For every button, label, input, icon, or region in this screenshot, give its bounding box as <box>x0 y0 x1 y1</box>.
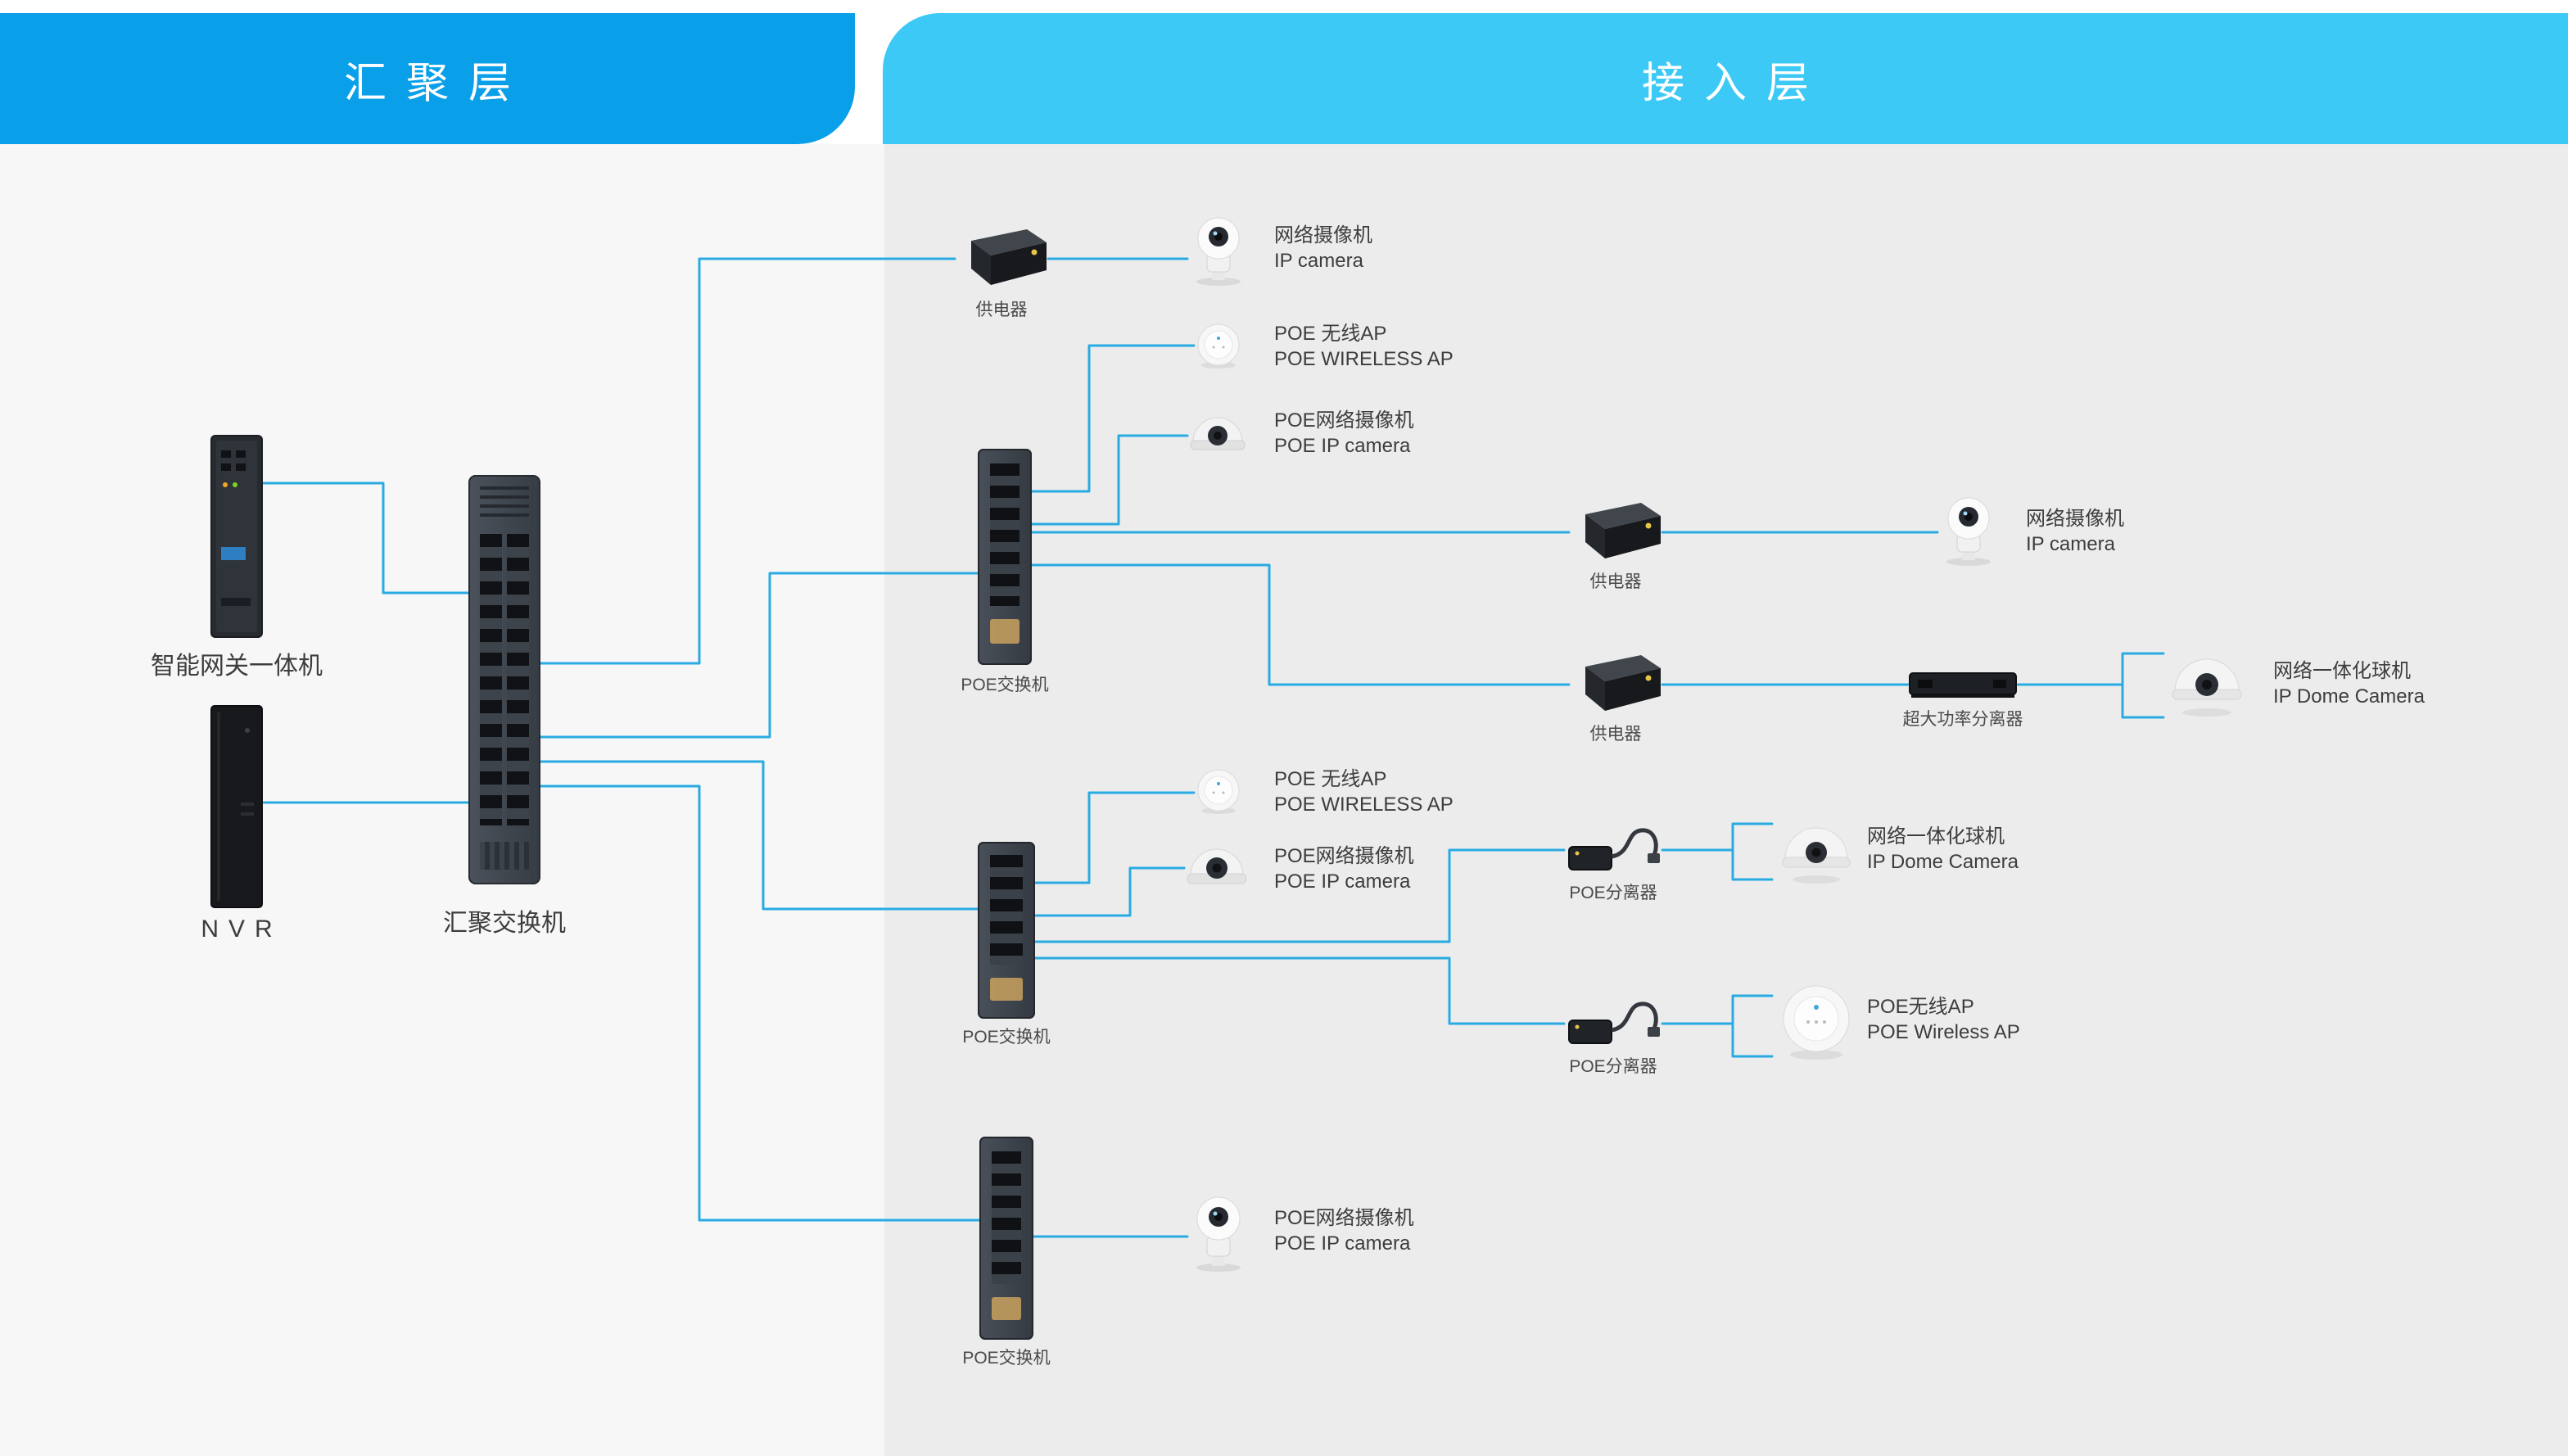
wireless-ap-2-label-en: POE WIRELESS AP <box>1274 794 1454 816</box>
link-poeswitch1-ap1 <box>1030 344 1196 493</box>
switch-port-column <box>990 855 1023 965</box>
poe-injector-mid-device <box>1569 500 1662 569</box>
ip-camera-top-label-zh: 网络摄像机 <box>1274 224 1372 246</box>
link-poeswitch2-splitter2 <box>1033 956 1774 1058</box>
aggregation-switch-label: 汇聚交换机 <box>443 910 566 937</box>
poe-switch-3-device <box>979 1137 1033 1340</box>
poe-injector-mid-label: 供电器 <box>1589 572 1642 591</box>
poe-switch-2-label: POE交换机 <box>962 1028 1051 1047</box>
poe-injector-top-device <box>955 226 1048 296</box>
poe-camera-2-label: POE网络摄像机 POE IP camera <box>1274 843 1414 894</box>
poe-splitter-1-label: POE分离器 <box>1569 884 1657 902</box>
ip-camera-mid-device <box>1937 496 2000 571</box>
header-aggregation: 汇聚层 <box>0 13 855 144</box>
link-poeswitch2-dome2 <box>1033 866 1186 917</box>
wireless-ap-1-device <box>1194 323 1243 374</box>
poe-splitter-1-device <box>1564 822 1662 880</box>
switch-vents <box>480 486 529 522</box>
switch-uplink-ports <box>992 1297 1021 1320</box>
switch-port-column <box>992 1151 1021 1284</box>
poe-camera-2-label-zh: POE网络摄像机 <box>1274 845 1414 867</box>
high-power-splitter-device <box>1908 667 2018 707</box>
ip-dome-camera-1-device <box>2167 653 2247 721</box>
poe-injector-top-label: 供电器 <box>975 301 1028 319</box>
ip-dome-camera-1-label-zh: 网络一体化球机 <box>2273 660 2411 682</box>
wireless-ap-2-device <box>1194 768 1243 820</box>
poe-camera-3-label: POE网络摄像机 POE IP camera <box>1274 1205 1414 1256</box>
ip-camera-top-label: 网络摄像机 IP camera <box>1274 223 1372 274</box>
poe-camera-1-label: POE网络摄像机 POE IP camera <box>1274 408 1414 459</box>
ip-camera-mid-label-zh: 网络摄像机 <box>2026 508 2124 530</box>
ip-dome-camera-2-label-en: IP Dome Camera <box>1867 851 2019 873</box>
gateway-device <box>210 434 264 643</box>
link-aggswitch-poeswitch2 <box>539 760 979 911</box>
link-poeswitch2-ap2 <box>1033 791 1196 884</box>
switch-port-column <box>990 463 1020 606</box>
link-aggswitch-poeswitch3 <box>539 785 981 1222</box>
wireless-ap-3-label-en: POE Wireless AP <box>1867 1021 2020 1043</box>
aggregation-layer-panel <box>0 144 884 1456</box>
poe-switch-3-label: POE交换机 <box>962 1349 1051 1368</box>
wireless-ap-1-label: POE 无线AP POE WIRELESS AP <box>1274 321 1454 372</box>
wireless-ap-2-label-zh: POE 无线AP <box>1274 768 1387 790</box>
nvr-label: NVR <box>201 916 283 943</box>
wireless-ap-3-label: POE无线AP POE Wireless AP <box>1867 994 2020 1045</box>
high-power-splitter-label: 超大功率分离器 <box>1902 710 2023 729</box>
aggregation-switch-device <box>468 475 540 884</box>
link-poeswitch1-injector-low <box>1030 563 2165 719</box>
link-poeswitch1-dome1 <box>1030 434 1189 526</box>
ip-camera-top-device <box>1187 216 1250 291</box>
wireless-ap-3-device <box>1777 983 1856 1065</box>
poe-camera-2-device <box>1184 840 1250 900</box>
poe-camera-2-label-en: POE IP camera <box>1274 870 1411 893</box>
ip-camera-top-label-en: IP camera <box>1274 250 1363 272</box>
poe-injector-low-label: 供电器 <box>1589 725 1642 744</box>
wireless-ap-1-label-en: POE WIRELESS AP <box>1274 348 1454 370</box>
poe-camera-1-label-en: POE IP camera <box>1274 435 1411 457</box>
ip-dome-camera-2-label: 网络一体化球机 IP Dome Camera <box>1867 824 2019 875</box>
poe-camera-3-label-zh: POE网络摄像机 <box>1274 1207 1414 1229</box>
poe-camera-1-device <box>1187 409 1248 466</box>
wireless-ap-2-label: POE 无线AP POE WIRELESS AP <box>1274 766 1454 817</box>
poe-camera-1-label-zh: POE网络摄像机 <box>1274 409 1414 432</box>
wireless-ap-1-label-zh: POE 无线AP <box>1274 323 1387 345</box>
link-aggswitch-injector-top <box>539 257 1189 665</box>
link-aggswitch-poeswitch1 <box>539 572 979 739</box>
ip-dome-camera-1-label: 网络一体化球机 IP Dome Camera <box>2273 658 2425 709</box>
poe-switch-1-label: POE交换机 <box>961 676 1049 694</box>
ip-dome-camera-1-label-en: IP Dome Camera <box>2273 685 2425 708</box>
poe-switch-1-device <box>978 449 1032 665</box>
header-access: 接入层 <box>883 13 2568 144</box>
link-poeswitch2-splitter1 <box>1033 822 1774 943</box>
ip-camera-mid-label-en: IP camera <box>2026 533 2115 555</box>
ip-camera-mid-label: 网络摄像机 IP camera <box>2026 506 2124 557</box>
ip-dome-camera-2-label-zh: 网络一体化球机 <box>1867 825 2005 848</box>
poe-splitter-2-device <box>1564 996 1662 1054</box>
ip-dome-camera-2-device <box>1777 822 1856 889</box>
switch-uplink-ports <box>990 619 1020 644</box>
wireless-ap-3-label-zh: POE无线AP <box>1867 996 1974 1018</box>
link-gateway-aggswitch <box>262 482 470 595</box>
poe-camera-3-device <box>1187 1196 1250 1277</box>
switch-port-column <box>480 534 502 825</box>
gateway-label: 智能网关一体机 <box>151 653 323 680</box>
switch-leds <box>480 842 529 870</box>
poe-camera-3-label-en: POE IP camera <box>1274 1232 1411 1255</box>
nvr-device <box>210 704 264 913</box>
switch-uplink-ports <box>990 978 1023 1001</box>
poe-injector-low-device <box>1569 652 1662 721</box>
switch-port-column <box>507 534 529 825</box>
poe-switch-2-device <box>978 842 1035 1019</box>
poe-splitter-2-label: POE分离器 <box>1569 1057 1657 1076</box>
